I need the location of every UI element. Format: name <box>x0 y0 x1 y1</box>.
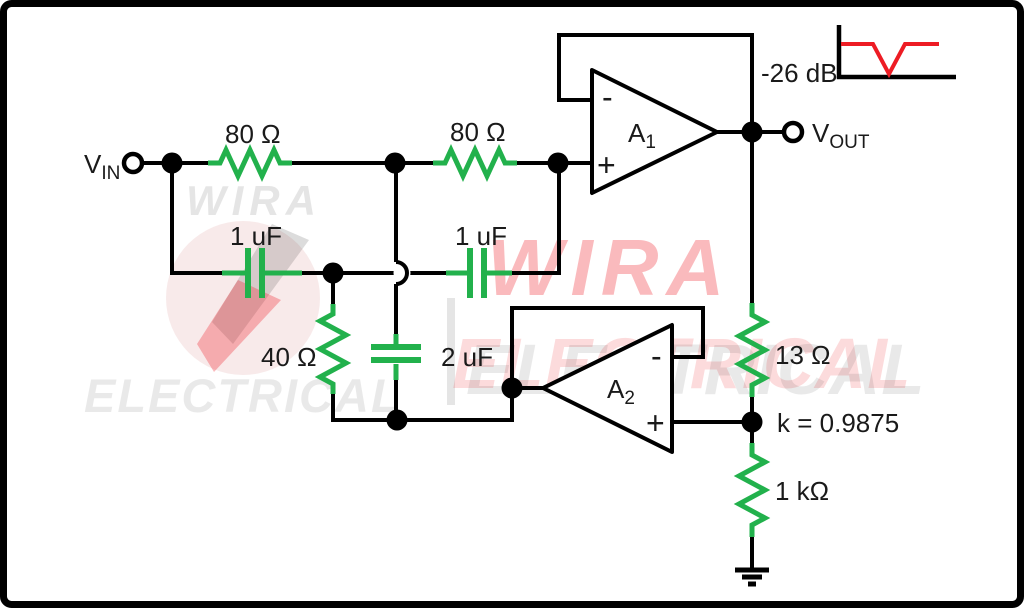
resistor-r1 <box>208 144 292 182</box>
watermark-layer: WIRA ELECTRICAL WIRA ELECTRICAL ELECTRIC… <box>84 177 926 422</box>
vout-terminal <box>781 120 805 144</box>
resistor-r2-value: 80 Ω <box>450 117 506 147</box>
watermark-electrical-right-red: ELECTRICAL <box>452 325 912 404</box>
opamp-a1-plus: + <box>597 147 616 183</box>
capacitor-c2-value: 1 uF <box>455 221 507 251</box>
capacitor-c3 <box>371 334 421 380</box>
resistor-r5 <box>733 443 771 537</box>
opamp-a1-minus: - <box>602 79 613 115</box>
gain-label: -26 dB <box>761 58 838 88</box>
vout-label: VOUT <box>812 118 870 153</box>
vin-terminal <box>121 151 145 175</box>
opamp-a2-minus: - <box>651 338 662 374</box>
resistor-r4-value: 13 Ω <box>775 340 831 370</box>
capacitor-c3-value: 2 uF <box>441 342 493 372</box>
wire-hop <box>395 260 409 286</box>
vin-label: VIN <box>84 149 120 184</box>
opamp-a1: - + A1 <box>590 68 719 195</box>
watermark-divider <box>447 298 455 405</box>
opamp-a2: - + A2 <box>541 323 674 454</box>
resistor-r3-value: 40 Ω <box>261 342 317 372</box>
watermark-electrical-right: ELECTRICAL <box>466 331 926 410</box>
watermark-logo <box>166 221 320 375</box>
watermark-electrical-left: ELECTRICAL <box>84 369 402 422</box>
resistor-r4 <box>733 303 771 397</box>
capacitor-c2 <box>446 248 512 298</box>
components <box>208 144 771 537</box>
junction-dots <box>161 121 763 433</box>
labels: VIN VOUT 80 Ω 80 Ω 1 uF 1 uF 40 Ω 2 uF 1… <box>84 58 899 506</box>
opamp-a1-label: A1 <box>628 118 656 153</box>
capacitor-c1-value: 1 uF <box>230 221 282 251</box>
watermark-wira-right: WIRA <box>487 223 732 312</box>
resistor-r5-value: 1 kΩ <box>775 476 829 506</box>
resistor-r2 <box>433 144 517 182</box>
k-factor-label: k = 0.9875 <box>777 408 899 438</box>
resistor-r1-value: 80 Ω <box>225 119 281 149</box>
capacitor-c1 <box>222 248 302 298</box>
opamp-a2-plus: + <box>646 405 665 441</box>
notch-response-icon <box>836 25 956 80</box>
resistor-r3 <box>314 304 352 394</box>
opamp-a2-label: A2 <box>607 374 635 409</box>
ground-icon <box>735 567 769 587</box>
watermark-wira-left: WIRA <box>186 177 322 224</box>
